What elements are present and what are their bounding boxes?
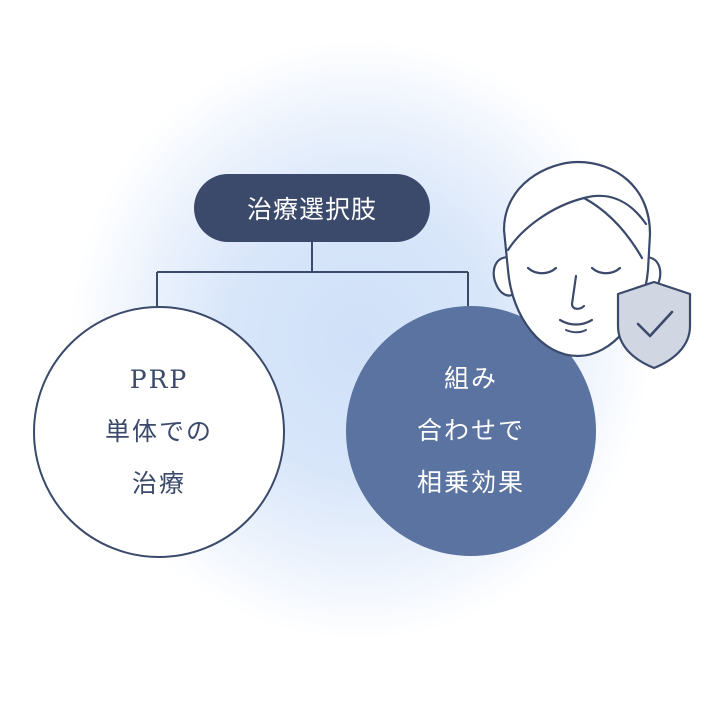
option-prp-alone: PRP 単体での 治療	[33, 306, 285, 558]
option-line: 治療	[131, 469, 186, 498]
option-line: 合わせで	[416, 416, 525, 445]
option-line: 相乗効果	[416, 468, 525, 497]
option-line: 組み	[443, 364, 498, 393]
option-line: PRP	[129, 365, 189, 394]
root-node-label: 治療選択肢	[246, 195, 377, 224]
option-line: 単体での	[104, 417, 213, 446]
root-node: 治療選択肢	[194, 174, 430, 242]
shield-check-icon	[616, 280, 692, 370]
face-icon	[492, 160, 692, 370]
